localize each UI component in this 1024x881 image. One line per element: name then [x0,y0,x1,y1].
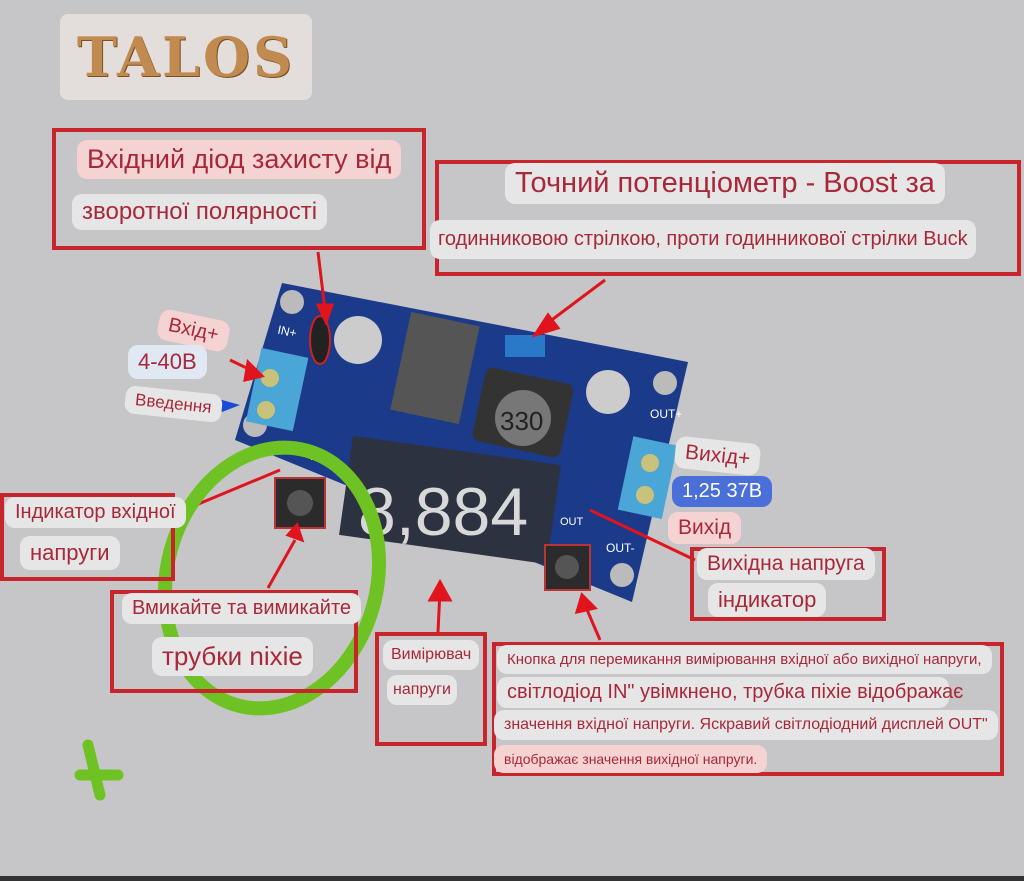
output-led-label-1: Вихідна напруга [697,548,875,580]
diode-label-2: зворотної полярності [72,194,328,230]
button-desc-frame [492,642,1004,776]
button-desc-3: значення вхідної напруги. Яскравий світл… [494,710,998,740]
display-panel [339,435,561,565]
nixie-switch-frame [110,590,358,693]
output-minus-label: Вихід [668,512,742,544]
output-terminal [617,436,678,519]
pot-label-2: годинниковою стрілкою, проти годинниково… [430,220,976,259]
diode-frame [52,128,426,250]
input-led-frame [0,493,175,581]
voltmeter-label-1: Вимірювач [383,640,480,670]
button-desc-1: Кнопка для перемикання вимірювання вхідн… [497,645,992,674]
pcb-board [235,283,688,602]
led-out-silk: OUT [560,516,584,528]
diode-label-1: Вхідний діод захисту від [77,140,402,179]
input-led-label-1: Індикатор вхідної [5,497,186,528]
button-desc-4: відображає значення вихідної напруги. [494,745,768,773]
display-value: 8,884 [358,474,528,550]
talos-logo: TALOS [60,14,312,100]
pointer-arrows [159,251,696,641]
output-led-label-2: індикатор [708,583,827,617]
in-plus-silk: IN+ [276,323,298,341]
out-plus-silk: OUT+ [650,407,682,421]
input-voltage-label: 4-40В [128,345,207,379]
green-highlight-circle [157,440,387,716]
output-voltage-label: 1,25 37В [672,476,773,507]
inductor-label: 330 [500,406,543,436]
voltmeter-frame [375,632,487,746]
input-led-label-2: напруги [20,536,120,570]
voltmeter-label-2: напруги [387,675,457,705]
green-x-mark [74,739,124,801]
pot-label-1: Точний потенціометр - Boost за [505,163,945,204]
nixie-switch-label-1: Вмикайте та вимикайте [122,593,362,624]
nixie-switch-label-2: трубки nixie [152,637,313,676]
bottom-bar [0,876,1024,881]
pot-frame [435,160,1021,276]
button-desc-2: світлодіод IN" увімкнено, трубка піхіе в… [497,677,963,708]
out-minus-silk: OUT- [606,541,635,555]
